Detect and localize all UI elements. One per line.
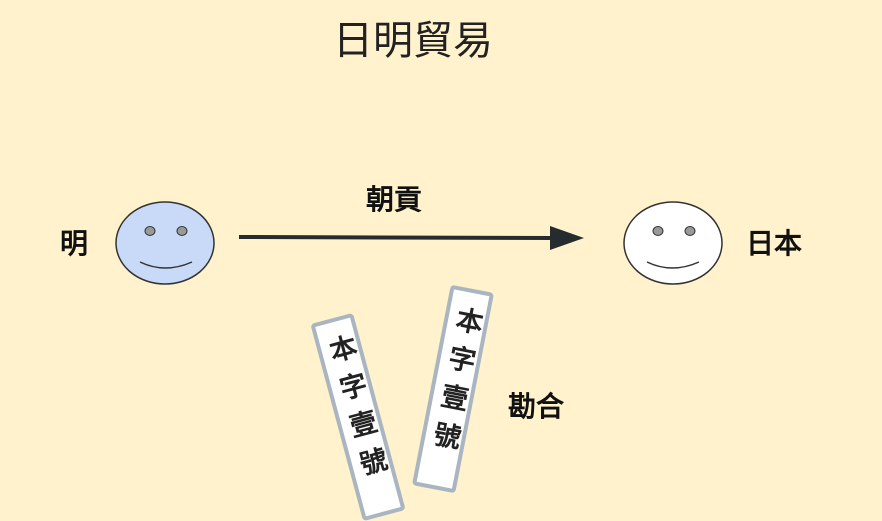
- tribute-label: 朝貢: [366, 183, 423, 216]
- ming-label: 明: [60, 227, 89, 260]
- japan-label: 日本: [746, 227, 803, 260]
- ming-face-icon: [115, 201, 215, 285]
- diagram-title: 日明貿易: [333, 18, 493, 64]
- tribute-arrow: [238, 226, 584, 250]
- tally-label: 勘合: [508, 390, 565, 423]
- japan-face-icon: [623, 201, 723, 285]
